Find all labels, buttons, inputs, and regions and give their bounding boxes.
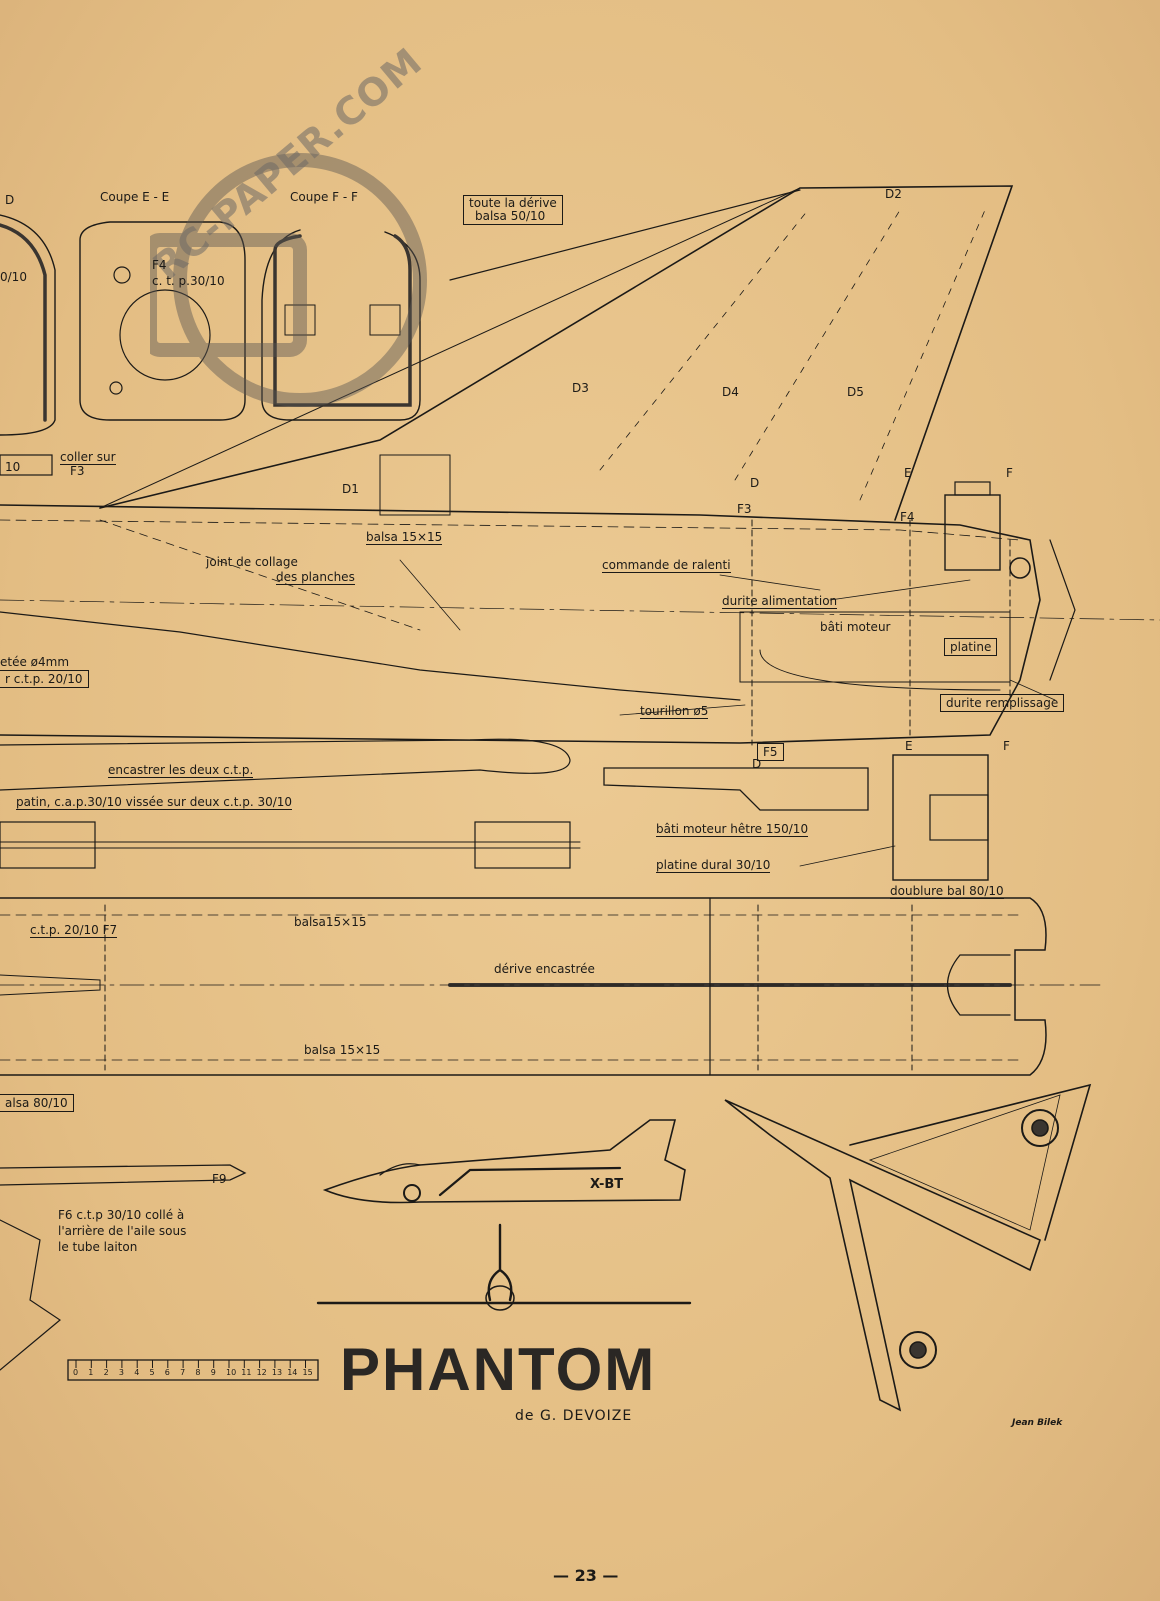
label-bati-hetre: bâti moteur hêtre 150/10 bbox=[656, 822, 809, 837]
label-doublure: doublure bal 80/10 bbox=[890, 884, 1004, 899]
label-f3-small: F3 bbox=[70, 464, 85, 478]
label-ctp-f7: c.t.p. 20/10 F7 bbox=[30, 923, 118, 938]
platine-dural bbox=[892, 754, 989, 881]
ruler-number: 10 bbox=[226, 1368, 237, 1377]
plan-author: de G. DEVOIZE bbox=[515, 1408, 633, 1424]
label-f6-2: l'arrière de l'aile sous bbox=[58, 1224, 187, 1238]
label-d-low: D bbox=[752, 757, 762, 771]
ruler-number: 1 bbox=[88, 1368, 94, 1377]
ruler-number: 11 bbox=[241, 1368, 252, 1377]
label-platine: platine bbox=[944, 638, 998, 656]
ruler-number: 9 bbox=[210, 1368, 216, 1377]
label-ten: 10 bbox=[5, 460, 21, 474]
aircraft-side-view bbox=[322, 1119, 686, 1204]
engine-bearer bbox=[603, 767, 869, 811]
label-coupe-e-e: Coupe E - E bbox=[100, 190, 170, 204]
label-f5: F5 bbox=[757, 743, 784, 761]
label-derive-encastree: dérive encastrée bbox=[494, 962, 595, 976]
label-patin: patin, c.a.p.30/10 vissée sur deux c.t.p… bbox=[16, 795, 293, 810]
section-e-e bbox=[79, 221, 246, 421]
label-d4: D4 bbox=[722, 385, 739, 399]
aircraft-plan-view bbox=[724, 1099, 1041, 1412]
label-coller-sur: coller sur bbox=[60, 450, 116, 465]
fin-outline bbox=[99, 185, 1014, 521]
label-joint-1: joint de collage bbox=[206, 555, 298, 569]
derive-note-line1: toute la dérive bbox=[469, 196, 557, 210]
label-tige-2: r c.t.p. 20/10 bbox=[0, 670, 89, 688]
label-balsa80: alsa 80/10 bbox=[0, 1094, 74, 1112]
label-durite-alim: durite alimentation bbox=[722, 594, 838, 609]
label-f4: F4 bbox=[152, 258, 167, 272]
scale-ruler bbox=[67, 1359, 319, 1381]
label-coupe-f-f: Coupe F - F bbox=[290, 190, 358, 204]
ruler-number: 7 bbox=[180, 1368, 186, 1377]
label-tourillon: tourillon ø5 bbox=[640, 704, 709, 719]
label-e-mark: E bbox=[904, 466, 912, 480]
label-f4-mark: F4 bbox=[900, 510, 915, 524]
label-d5: D5 bbox=[847, 385, 864, 399]
ruler-number: 2 bbox=[103, 1368, 109, 1377]
ruler-number: 12 bbox=[256, 1368, 267, 1377]
ruler-number: 5 bbox=[149, 1368, 155, 1377]
label-f9: F9 bbox=[212, 1172, 227, 1186]
label-durite-remp: durite remplissage bbox=[940, 694, 1065, 712]
label-encastrer: encastrer les deux c.t.p. bbox=[108, 763, 254, 778]
ruler-number: 8 bbox=[195, 1368, 201, 1377]
label-tige-1: etée ø4mm bbox=[0, 655, 70, 669]
label-joint-2: des planches bbox=[276, 570, 355, 585]
label-platine-dural: platine dural 30/10 bbox=[656, 858, 771, 873]
label-d1: D1 bbox=[342, 482, 359, 496]
label-f3: F3 bbox=[737, 502, 752, 516]
ruler-number: 13 bbox=[271, 1368, 283, 1377]
label-commande: commande de ralenti bbox=[602, 558, 731, 573]
label-f6-3: le tube laiton bbox=[58, 1240, 138, 1254]
label-e-low: E bbox=[905, 739, 913, 753]
label-section-d: D bbox=[5, 193, 15, 207]
label-f4-ctp: c. t. p.30/10 bbox=[152, 274, 225, 288]
plan-title: PHANTOM bbox=[340, 1336, 657, 1403]
label-x10: 0/10 bbox=[0, 270, 27, 284]
page-number: — 23 — bbox=[553, 1566, 619, 1585]
ruler-number: 14 bbox=[287, 1368, 298, 1377]
label-f-low: F bbox=[1003, 739, 1010, 753]
ruler-number: 6 bbox=[164, 1368, 170, 1377]
artist-signature: Jean Bilek bbox=[1012, 1418, 1063, 1428]
ruler-number: 15 bbox=[302, 1368, 313, 1377]
label-d2: D2 bbox=[885, 187, 902, 201]
label-f-mark: F bbox=[1006, 466, 1013, 480]
label-balsa15-low: balsa 15×15 bbox=[304, 1043, 381, 1057]
label-bati-moteur: bâti moteur bbox=[820, 620, 891, 634]
ruler-number: 4 bbox=[134, 1368, 140, 1377]
label-xbt: X-BT bbox=[590, 1177, 624, 1192]
label-d3: D3 bbox=[572, 381, 589, 395]
label-d-mark: D bbox=[750, 476, 760, 490]
label-balsa15-mid: balsa15×15 bbox=[294, 915, 367, 929]
skid bbox=[0, 738, 571, 791]
derive-note-line2: balsa 50/10 bbox=[475, 209, 546, 223]
aircraft-front-view bbox=[316, 1223, 692, 1305]
label-derive-note: toute la dérive balsa 50/10 bbox=[463, 195, 563, 225]
label-f6-1: F6 c.t.p 30/10 collé à bbox=[58, 1208, 185, 1222]
section-f-f bbox=[261, 229, 421, 421]
ruler-number: 0 bbox=[73, 1368, 79, 1377]
ruler-number: 3 bbox=[118, 1368, 124, 1377]
label-balsa15-top: balsa 15×15 bbox=[366, 530, 443, 545]
fuselage-side bbox=[0, 504, 1041, 744]
